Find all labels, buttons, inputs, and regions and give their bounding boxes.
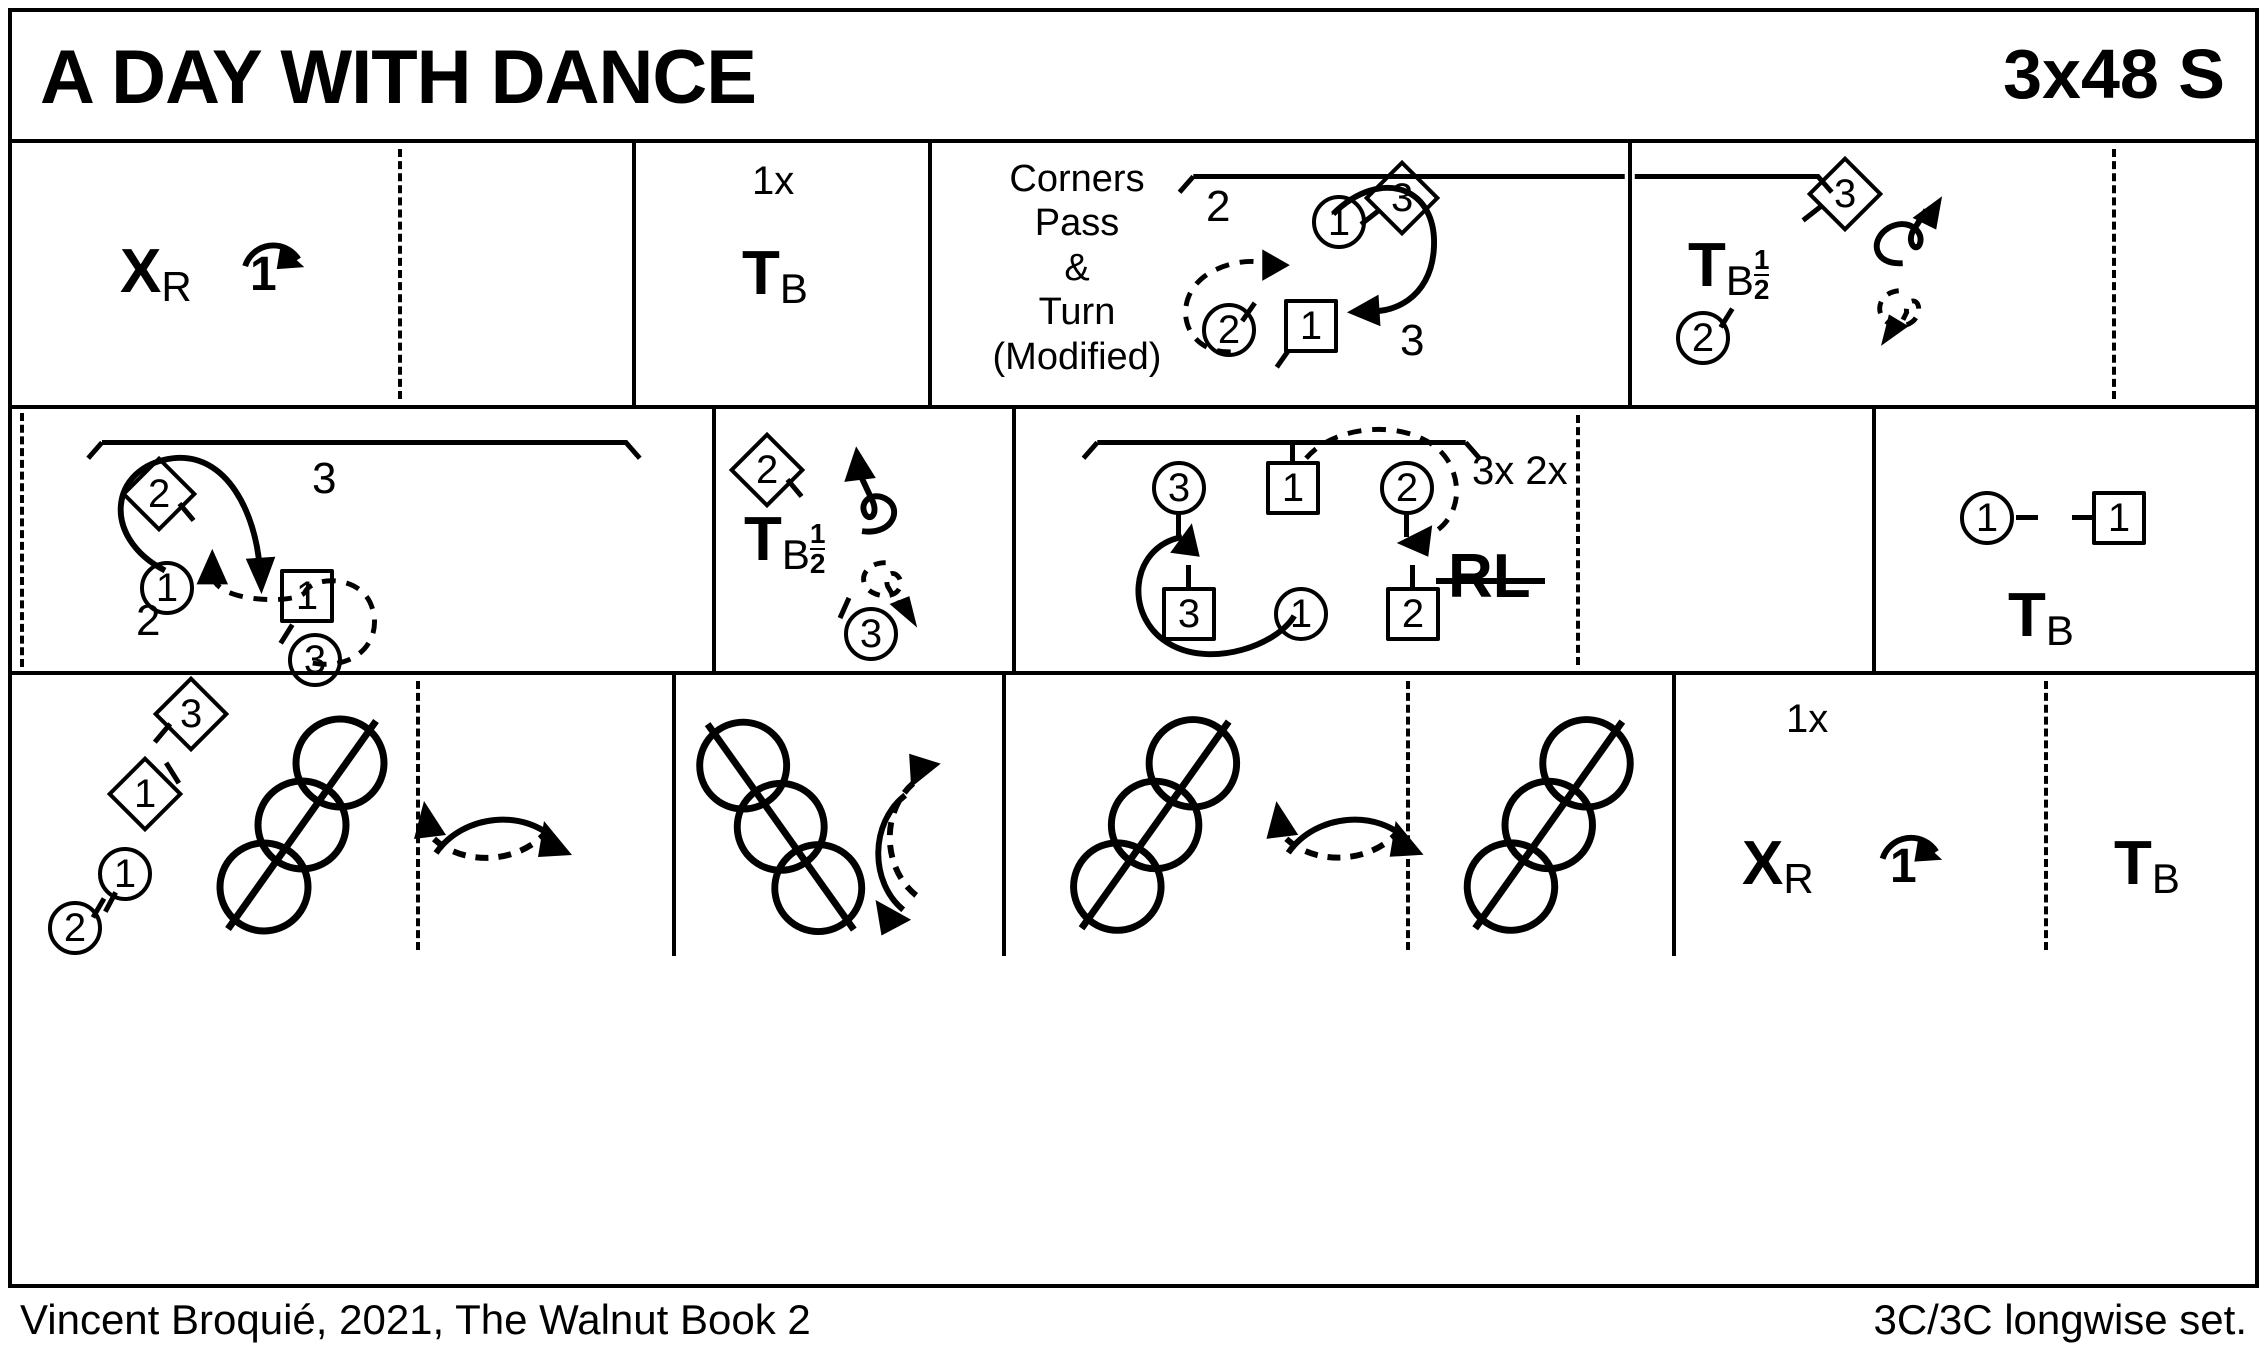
dancer-square-1-tail [1290, 441, 1295, 465]
motion-paths [117, 455, 377, 667]
caption-line-5: (Modified) [992, 335, 1162, 378]
reel-of-three-icon [1070, 716, 1241, 934]
dancer-square-1-tail [2072, 515, 2094, 520]
dancer-square-1: 1 [1266, 461, 1320, 515]
move-rights-and-lefts: RL [1436, 541, 1545, 612]
repeat-label-1x: 1x [752, 159, 795, 203]
bar-5[interactable]: 3 2 2 1 1 3 [12, 409, 712, 687]
move-turn-both: TB [742, 239, 808, 313]
phrase-bracket [1081, 440, 1482, 460]
dancer-diamond-2-tail [177, 501, 196, 523]
dancer-circle-1: 1 [140, 561, 194, 615]
dancer-diamond-2: 2 [728, 431, 806, 509]
dancer-1-tail [103, 891, 118, 913]
move-turn-both: TB [2008, 581, 2074, 655]
repeat-label-1x: 1x [1786, 697, 1829, 741]
dancer-square-1: 1 [2092, 491, 2146, 545]
turn-count-label: 1 [1890, 840, 1917, 893]
bar-13[interactable]: 1x XR 1 TB [1672, 675, 2263, 956]
cross-arrows-icon [875, 753, 941, 936]
credit-text: Vincent Broquié, 2021, The Walnut Book 2 [20, 1296, 811, 1343]
set-formation-text: 3C/3C longwise set. [1873, 1296, 2247, 1343]
cross-arrows-icon [414, 801, 572, 861]
caption-line-3: & [1064, 246, 1090, 289]
dancer-square-1: 1 [280, 569, 334, 623]
dancer-square-1-tail [1274, 349, 1291, 369]
dancer-3-tail [837, 596, 852, 620]
bar-row-3: 3 1 1 2 [12, 675, 2255, 956]
dancer-circle-1: 1 [98, 847, 152, 901]
dancer-diamond-3: 3 [1363, 159, 1441, 237]
dancer-square-3-tail [1186, 565, 1191, 589]
motion-paths [1135, 426, 1459, 658]
sheet-header: A DAY WITH DANCE 3x48 S [12, 12, 2255, 143]
page-title: A DAY WITH DANCE [40, 35, 757, 120]
diagram-frame: A DAY WITH DANCE 3x48 S XR 1 1x [8, 8, 2259, 1288]
dancer-diamond-3-tail [152, 722, 173, 744]
reel-of-three-icon [216, 715, 388, 935]
cross-arrows-icon [1266, 801, 1424, 861]
turn-arrow-clockwise-icon [242, 242, 305, 270]
dancer-circle-3: 3 [844, 607, 898, 661]
dancer-square-3: 3 [1162, 587, 1216, 641]
bar-9[interactable]: 3 1 1 2 [12, 675, 672, 956]
dancer-diamond-3: 3 [152, 675, 230, 753]
dancer-circle-2: 2 [1380, 461, 1434, 515]
move-turn-both: TB [2114, 829, 2180, 903]
dancer-3-tail [278, 623, 295, 645]
bar-row-1: XR 1 1x TB Corners [12, 143, 2255, 409]
dancer-square-2-tail [1410, 565, 1415, 589]
turn-count-label: 1 [250, 248, 277, 301]
dancer-square-1: 1 [1284, 299, 1338, 353]
reel-of-three-icon-2 [1463, 716, 1634, 934]
caption-line-2: Pass [1034, 202, 1120, 245]
dancer-2-tail [1404, 513, 1409, 537]
bar-8[interactable]: 1 1 TB [1872, 409, 2263, 671]
dancer-circle-1: 1 [1274, 587, 1328, 641]
dancer-circle-3: 3 [1152, 461, 1206, 515]
position-label-3: 3 [312, 454, 337, 503]
dancer-diamond-3: 3 [1806, 155, 1884, 233]
dancer-diamond-2: 2 [120, 455, 198, 533]
bar-10[interactable] [672, 675, 1002, 956]
reel-of-three-icon [696, 718, 866, 936]
dancer-circle-2: 2 [1676, 311, 1730, 365]
dancer-square-2: 2 [1386, 587, 1440, 641]
bar-7[interactable]: 3x 2x RL 3 1 2 3 1 2 [1012, 409, 1872, 671]
bar-3[interactable]: Corners Pass & Turn (Modified) 2 3 1 2 1 [928, 143, 1628, 405]
caption-line-1: Corners [1009, 158, 1145, 200]
figure-caption: Corners Pass & Turn (Modified) [962, 157, 1192, 379]
sheet-footer: Vincent Broquié, 2021, The Walnut Book 2… [8, 1296, 2259, 1356]
position-label-3: 3 [1400, 316, 1425, 365]
dancer-3-tail [1176, 513, 1181, 537]
bar-11[interactable] [1002, 675, 1672, 956]
bar-row-2: 3 2 2 1 1 3 TB 1 [12, 409, 2255, 687]
caption-line-4: Turn [1038, 291, 1116, 334]
repeat-label-3x2x: 3x 2x [1472, 449, 1568, 493]
dancer-1-tail [2016, 515, 2038, 520]
phrase-bracket [86, 440, 642, 460]
dance-meta: 3x48 S [2003, 35, 2225, 113]
bar-1[interactable]: XR 1 [12, 143, 632, 405]
dancer-circle-1: 1 [1960, 491, 2014, 545]
dancer-circle-2: 2 [48, 901, 102, 955]
move-cross-right: XR [1742, 829, 1814, 903]
position-label-2: 2 [1206, 182, 1231, 231]
bar-2[interactable]: 1x TB [632, 143, 928, 405]
dancer-diamond-3-tail [1801, 203, 1824, 223]
move-cross-right: XR [120, 237, 192, 311]
rl-strikethrough [1436, 577, 1545, 584]
dancer-circle-1: 1 [1312, 195, 1366, 249]
turn-arrow-clockwise-icon [1879, 834, 1943, 862]
dancer-diamond-2-tail [785, 477, 804, 499]
